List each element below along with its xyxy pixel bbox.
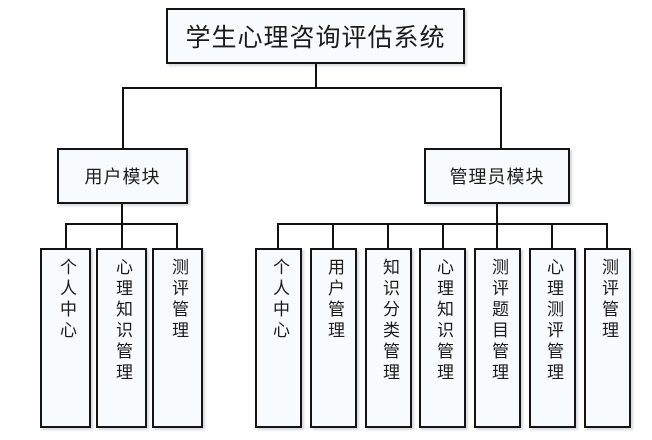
leaf-box-admin-psych-assessment-management: 心理测评管理 [529, 248, 576, 428]
leaf-label-user-knowledge-management: 心理知识管理 [112, 258, 132, 384]
connector-user-drop-2 [121, 223, 123, 248]
leaf-label-admin-knowledge-category-management: 知识分类管理 [379, 258, 399, 384]
leaf-label-admin-user-management: 用户管理 [324, 258, 344, 342]
connector-admin-drop-1 [277, 223, 279, 248]
connector-title-stem [315, 64, 317, 89]
connector-user-stem [121, 204, 123, 224]
leaf-label-admin-assessment-management: 测评管理 [598, 258, 618, 342]
connector-admin-drop-4 [442, 223, 444, 248]
connector-admin-drop-7 [606, 223, 608, 248]
leaf-label-admin-knowledge-management: 心理知识管理 [433, 258, 453, 384]
leaf-label-admin-personal-center: 个人中心 [269, 258, 289, 342]
leaf-label-admin-question-management: 测评题目管理 [488, 258, 508, 384]
connector-title-to-admin [500, 87, 502, 148]
module-box-user: 用户模块 [57, 148, 188, 204]
leaf-label-admin-psych-assessment-management: 心理测评管理 [543, 258, 563, 384]
leaf-box-admin-question-management: 测评题目管理 [474, 248, 521, 428]
leaf-box-admin-knowledge-category-management: 知识分类管理 [365, 248, 412, 428]
leaf-label-user-assessment-management: 测评管理 [168, 258, 188, 342]
leaf-box-admin-knowledge-management: 心理知识管理 [419, 248, 466, 428]
connector-admin-drop-5 [496, 223, 498, 248]
leaf-box-admin-user-management: 用户管理 [310, 248, 357, 428]
leaf-box-admin-personal-center: 个人中心 [255, 248, 302, 428]
leaf-box-admin-assessment-management: 测评管理 [584, 248, 631, 428]
leaf-box-user-assessment-management: 测评管理 [152, 248, 203, 428]
leaf-box-user-knowledge-management: 心理知识管理 [96, 248, 147, 428]
module-label-user: 用户模块 [84, 167, 161, 188]
leaf-label-user-personal-center: 个人中心 [56, 258, 76, 342]
connector-title-bus [122, 87, 502, 89]
title-box: 学生心理咨询评估系统 [166, 8, 465, 64]
leaf-box-user-personal-center: 个人中心 [40, 248, 91, 428]
connector-user-drop-3 [176, 223, 178, 248]
module-box-admin: 管理员模块 [424, 148, 570, 204]
module-label-admin: 管理员模块 [449, 167, 545, 188]
connector-admin-drop-6 [551, 223, 553, 248]
title-label: 学生心理咨询评估系统 [185, 23, 446, 52]
connector-title-to-user [122, 87, 124, 148]
connector-admin-drop-2 [332, 223, 334, 248]
connector-admin-stem [496, 204, 498, 224]
connector-admin-drop-3 [387, 223, 389, 248]
connector-user-drop-1 [65, 223, 67, 248]
